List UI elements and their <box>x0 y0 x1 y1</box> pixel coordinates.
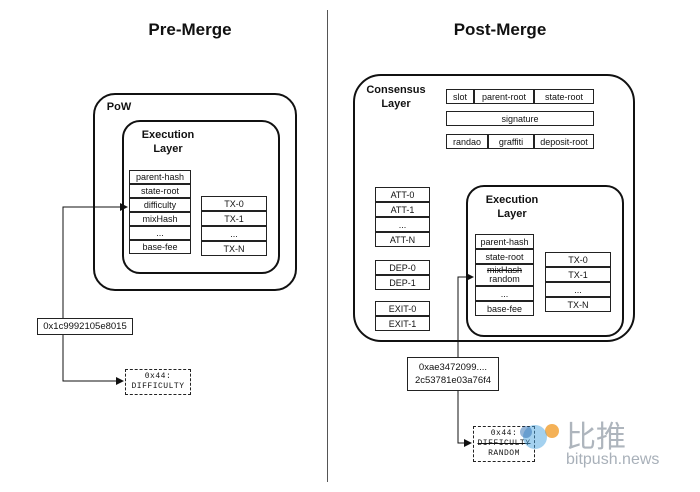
pre-field-parent-hash: parent-hash <box>129 170 191 184</box>
post-merge-title: Post-Merge <box>453 20 547 39</box>
att-n: ATT-N <box>375 232 430 247</box>
dep-0: DEP-0 <box>375 260 430 275</box>
pre-field-base-fee: base-fee <box>129 240 191 254</box>
post-tx-1: TX-1 <box>545 267 611 282</box>
cl-randao: randao <box>446 134 488 149</box>
post-execution-layer-label: Execution Layer <box>485 194 539 220</box>
el-parent-hash: parent-hash <box>475 234 534 249</box>
cl-signature: signature <box>446 111 594 126</box>
pre-arrow-to-difficulty <box>62 203 128 318</box>
pre-field-mixhash: mixHash <box>129 212 191 226</box>
cl-graffiti: graffiti <box>488 134 534 149</box>
watermark-brand: 比推 <box>566 420 626 455</box>
pre-field-state-root: state-root <box>129 184 191 198</box>
cl-slot: slot <box>446 89 474 104</box>
post-arrow-to-random <box>457 273 474 357</box>
cl-deposit-root: deposit-root <box>534 134 594 149</box>
consensus-layer-label: Consensus Layer <box>366 84 426 110</box>
el-random: random <box>489 274 520 284</box>
post-tx-ellipsis: ... <box>545 282 611 297</box>
pre-merge-title: Pre-Merge <box>148 20 232 39</box>
el-ellipsis: ... <box>475 286 534 301</box>
pre-tx-1: TX-1 <box>201 211 267 226</box>
cl-parent-root: parent-root <box>474 89 534 104</box>
pre-field-difficulty: difficulty <box>129 198 191 212</box>
pow-label: PoW <box>106 101 132 113</box>
post-tx-n: TX-N <box>545 297 611 312</box>
center-divider <box>327 10 328 482</box>
pre-execution-layer-label: Execution Layer <box>141 129 195 155</box>
pre-opcode-box: 0x44: DIFFICULTY <box>125 369 191 395</box>
dep-1: DEP-1 <box>375 275 430 290</box>
post-opcode-random: RANDOM <box>488 449 520 458</box>
cl-state-root: state-root <box>534 89 594 104</box>
post-opcode-code: 0x44: <box>490 429 518 438</box>
post-opcode-difficulty: DIFFICULTY <box>477 439 531 448</box>
el-mixhash-struck: mixHash <box>486 265 522 275</box>
el-base-fee: base-fee <box>475 301 534 316</box>
watermark-site: bitpush.news <box>566 451 660 468</box>
post-value-box: 0xae3472099.... 2c53781e03a76f4 <box>407 357 499 391</box>
pre-tx-ellipsis: ... <box>201 226 267 241</box>
att-ellipsis: ... <box>375 217 430 232</box>
exit-0: EXIT-0 <box>375 301 430 316</box>
att-1: ATT-1 <box>375 202 430 217</box>
att-0: ATT-0 <box>375 187 430 202</box>
pre-arrow-to-opcode <box>62 335 124 385</box>
post-arrow-to-opcode <box>457 391 472 447</box>
pre-tx-0: TX-0 <box>201 196 267 211</box>
el-mixhash-random: mixHash random <box>475 264 534 286</box>
pre-field-ellipsis: ... <box>129 226 191 240</box>
exit-1: EXIT-1 <box>375 316 430 331</box>
post-tx-0: TX-0 <box>545 252 611 267</box>
pre-value-box: 0x1c9992105e8015 <box>37 318 133 335</box>
pre-tx-n: TX-N <box>201 241 267 256</box>
el-state-root: state-root <box>475 249 534 264</box>
